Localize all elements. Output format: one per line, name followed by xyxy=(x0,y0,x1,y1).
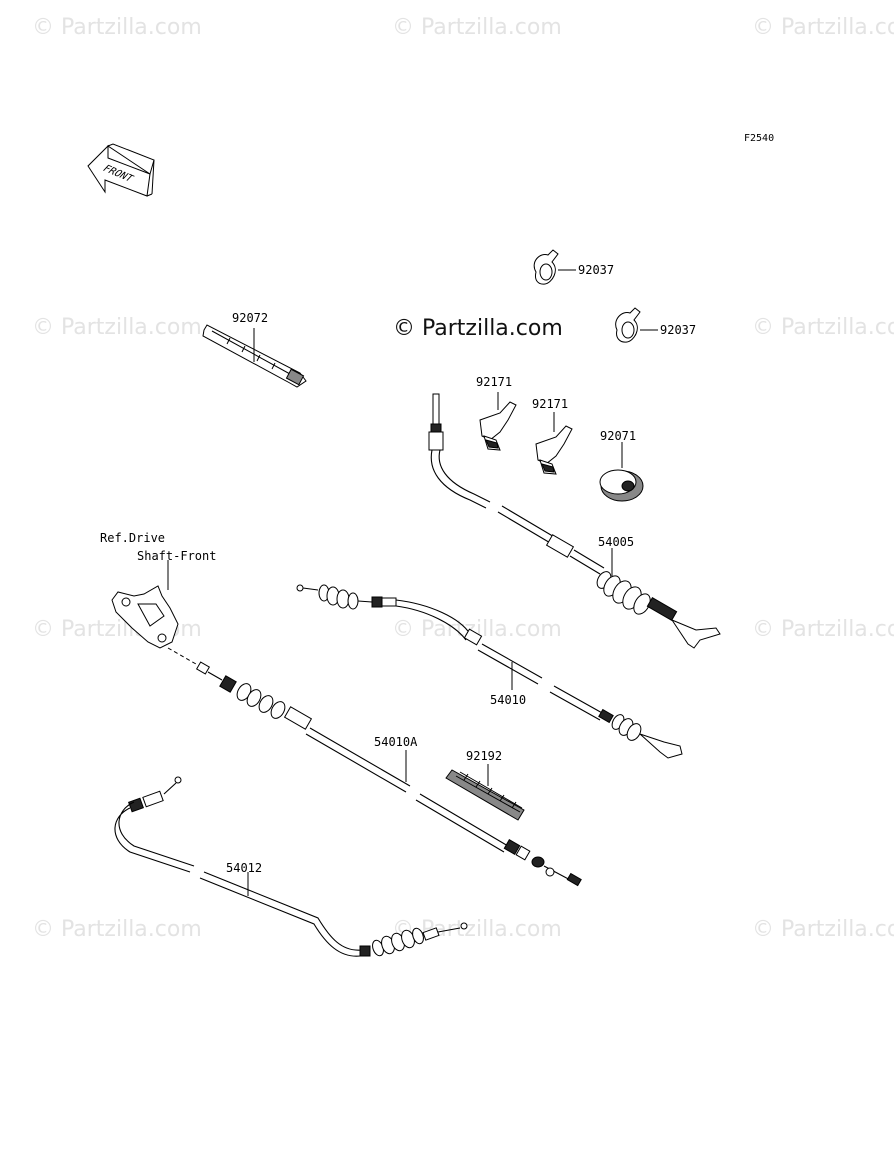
part-label-92171-left: 92171 xyxy=(476,375,512,389)
part-92071-grommet xyxy=(599,442,644,502)
part-label-92192: 92192 xyxy=(466,749,502,763)
watermark: © Partzilla.com xyxy=(752,315,894,340)
ref-note-line1: Ref.Drive xyxy=(100,531,165,545)
watermark: © Partzilla.com xyxy=(752,15,894,40)
watermark: © Partzilla.com xyxy=(32,15,202,40)
part-label-92037-upper: 92037 xyxy=(578,263,614,277)
nuts-54010A xyxy=(236,683,286,719)
part-label-92072: 92072 xyxy=(232,311,268,325)
part-92192-protector xyxy=(445,764,525,821)
part-54005-cable xyxy=(428,393,721,649)
part-92072-cable-tie xyxy=(202,324,307,388)
part-92037-clamp-lower xyxy=(615,307,658,343)
watermark: © Partzilla.com xyxy=(32,315,202,340)
boot-54005 xyxy=(596,571,651,615)
boot-54010 xyxy=(318,584,359,610)
part-label-92037-lower: 92037 xyxy=(660,323,696,337)
watermark-grid: © Partzilla.com © Partzilla.com © Partzi… xyxy=(32,15,894,942)
boot-54010-end xyxy=(611,714,642,741)
part-54010A-cable xyxy=(195,661,582,887)
boot-54012 xyxy=(372,927,424,957)
part-label-92171-right: 92171 xyxy=(532,397,568,411)
part-label-54010A: 54010A xyxy=(374,735,418,749)
watermark: © Partzilla.com xyxy=(752,917,894,942)
part-label-54010: 54010 xyxy=(490,693,526,707)
part-label-54012: 54012 xyxy=(226,861,262,875)
part-label-54005: 54005 xyxy=(598,535,634,549)
part-92037-clamp-upper xyxy=(533,249,576,285)
part-92171-holder-right xyxy=(535,412,573,475)
part-label-92071: 92071 xyxy=(600,429,636,443)
part-92171-holder-left xyxy=(479,392,517,451)
front-arrow-icon: FRONT xyxy=(87,143,155,197)
drive-shaft-bracket xyxy=(111,560,179,649)
part-54010-cable xyxy=(296,584,683,759)
center-watermark: © Partzilla.com xyxy=(393,316,563,341)
watermark: © Partzilla.com xyxy=(392,15,562,40)
ref-note-line2: Shaft-Front xyxy=(137,549,216,563)
watermark: © Partzilla.com xyxy=(752,617,894,642)
figure-code: F2540 xyxy=(744,133,774,144)
watermark: © Partzilla.com xyxy=(32,917,202,942)
part-54012-cable xyxy=(114,776,468,957)
